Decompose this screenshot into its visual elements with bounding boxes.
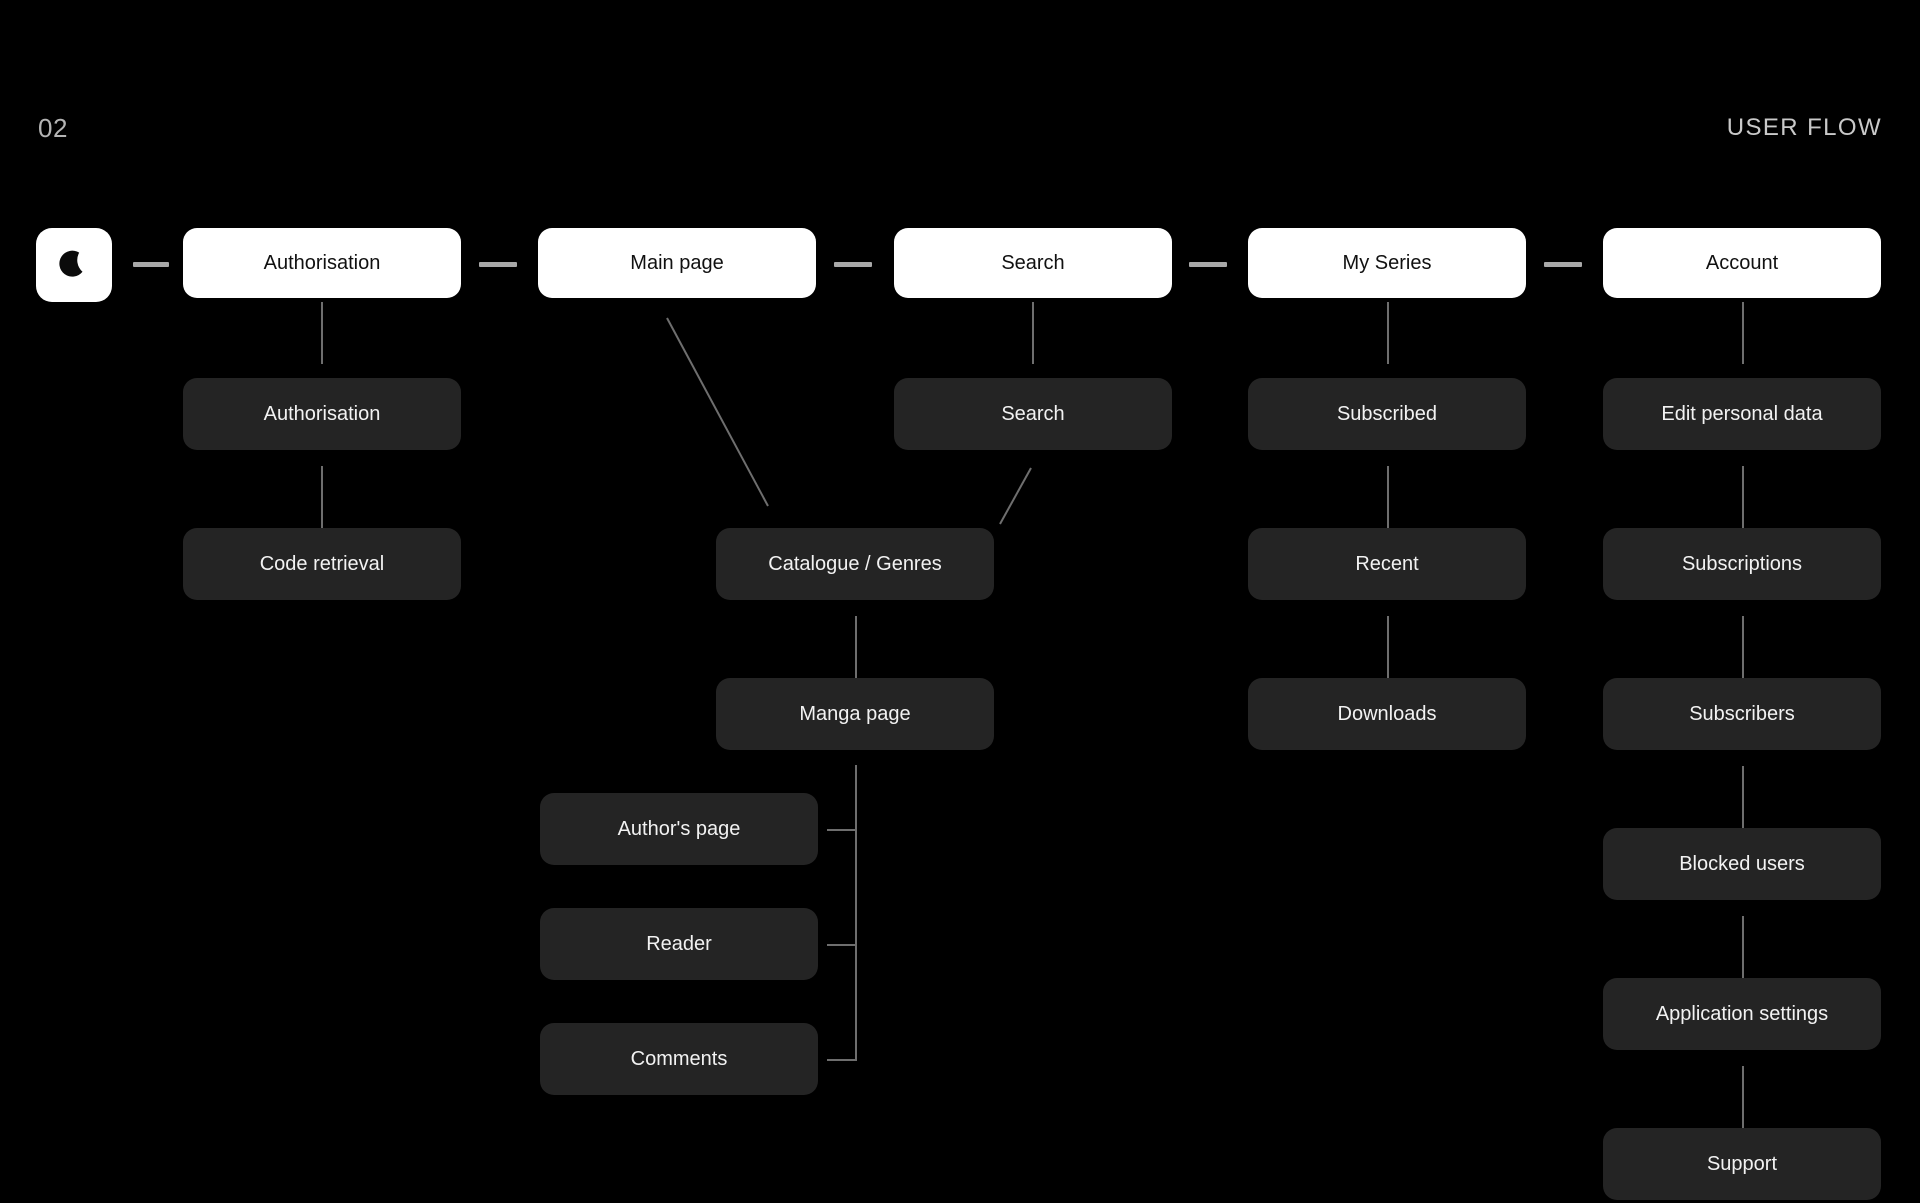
node-authorisation-screen[interactable]: Authorisation [183,378,461,450]
node-comments[interactable]: Comments [540,1023,818,1095]
connector-authorisation-to-authorisation-screen [321,302,323,364]
page-title: USER FLOW [1726,114,1882,141]
connector-recent-to-downloads [1387,616,1389,678]
connector-stub-comments [827,1059,857,1061]
connector-logo-authorisation [133,262,169,267]
connector-manga-page-bus [855,765,857,1061]
connector-subscriptions-to-subscribers [1742,616,1744,678]
node-subscribers[interactable]: Subscribers [1603,678,1881,750]
page-number: 02 [38,113,68,143]
connector-main-page-search [834,262,872,267]
node-authors-page[interactable]: Author's page [540,793,818,865]
node-manga-page[interactable]: Manga page [716,678,994,750]
connector-search-to-search-screen [1032,302,1034,364]
connector-authorisation-screen-to-code-retrieval [321,466,323,528]
node-code-retrieval[interactable]: Code retrieval [183,528,461,600]
connector-authorisation-main-page [479,262,517,267]
app-logo-tile [36,228,112,302]
node-recent[interactable]: Recent [1248,528,1526,600]
node-application-settings[interactable]: Application settings [1603,978,1881,1050]
node-downloads[interactable]: Downloads [1248,678,1526,750]
node-search[interactable]: Search [894,228,1172,298]
connector-subscribed-to-recent [1387,466,1389,528]
connector-my-series-account [1544,262,1582,267]
node-reader[interactable]: Reader [540,908,818,980]
node-my-series[interactable]: My Series [1248,228,1526,298]
connector-my-series-to-subscribed [1387,302,1389,364]
node-subscriptions[interactable]: Subscriptions [1603,528,1881,600]
connector-stub-authors-page [827,829,857,831]
node-edit-personal-data[interactable]: Edit personal data [1603,378,1881,450]
node-catalogue-genres[interactable]: Catalogue / Genres [716,528,994,600]
connector-account-to-edit-personal-data [1742,302,1744,364]
connector-subscribers-to-blocked-users [1742,766,1744,828]
crescent-moon-icon [55,246,93,284]
connector-search-my-series [1189,262,1227,267]
connector-stub-reader [827,944,857,946]
node-search-screen[interactable]: Search [894,378,1172,450]
node-support[interactable]: Support [1603,1128,1881,1200]
connector-catalogue-to-manga-page [855,616,857,678]
connector-blocked-users-to-application-settings [1742,916,1744,978]
node-subscribed[interactable]: Subscribed [1248,378,1526,450]
connector-application-settings-to-support [1742,1066,1744,1128]
node-account[interactable]: Account [1603,228,1881,298]
node-authorisation[interactable]: Authorisation [183,228,461,298]
node-blocked-users[interactable]: Blocked users [1603,828,1881,900]
connector-edit-personal-data-to-subscriptions [1742,466,1744,528]
node-main-page[interactable]: Main page [538,228,816,298]
